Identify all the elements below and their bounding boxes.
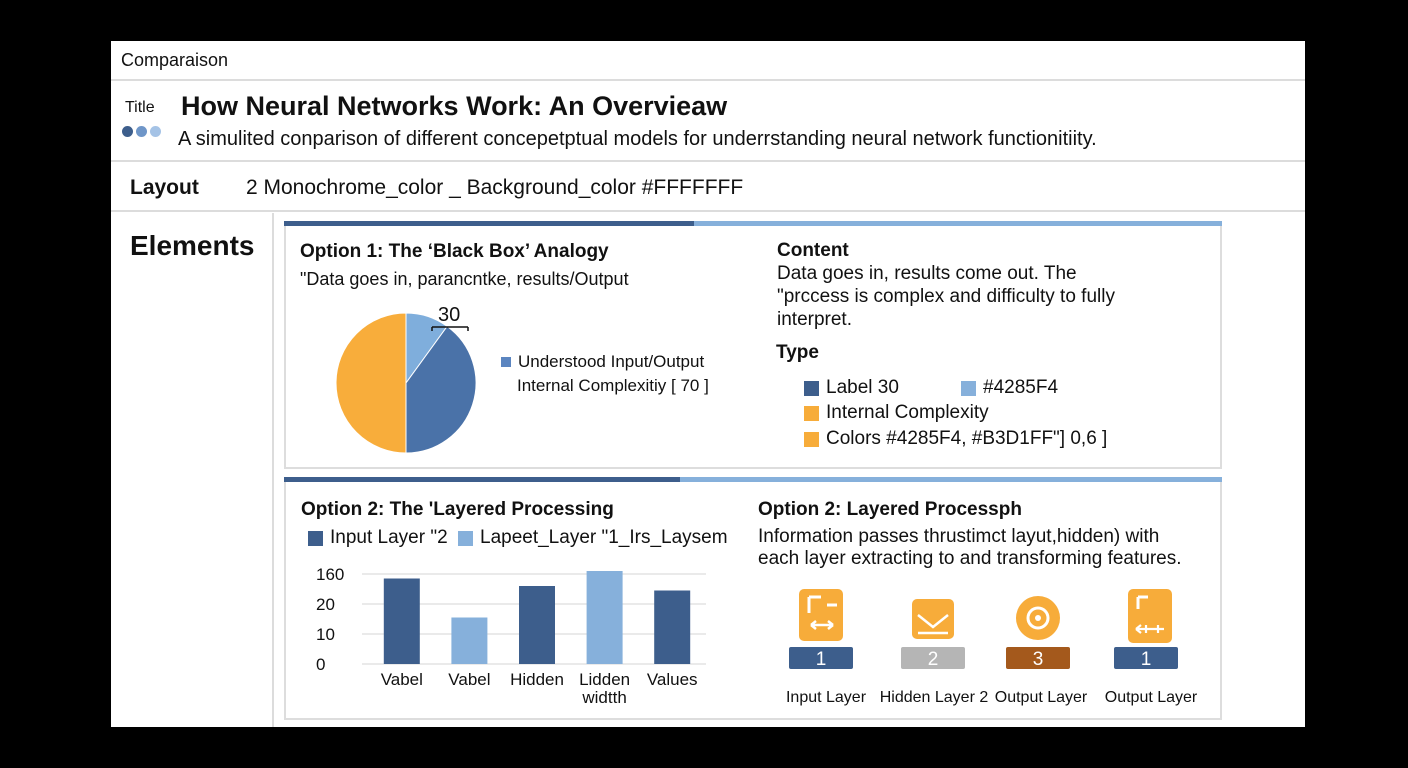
layer-number: 3 — [1033, 649, 1044, 670]
layer-card-input: 1 Input Layer — [771, 585, 881, 706]
comparison-header-row: Comparaison — [111, 41, 1305, 81]
legend-swatch — [804, 431, 819, 447]
layer-label: Hidden Layer 2 — [879, 689, 989, 706]
layer-card-output-2: 1 Output Layer — [1096, 585, 1206, 706]
bar-xtick: Hidden — [510, 670, 564, 689]
option2-text-2: each layer extracting to and transformin… — [758, 548, 1182, 569]
legend-label: Understood Input/Output — [518, 352, 705, 371]
bar-0 — [383, 578, 420, 664]
bar-1 — [451, 617, 488, 664]
legend-label: #4285F4 — [983, 377, 1059, 398]
layer-label: Output Layer — [994, 689, 1088, 706]
option1-panel: Option 1: The ‘Black Box’ Analogy "Data … — [284, 221, 1222, 469]
comparison-sheet: Comparaison Title How Neural Networks Wo… — [111, 41, 1305, 727]
panel-topbar — [284, 477, 1222, 482]
option2-right-title: Option 2: Layered Processph — [758, 499, 1022, 520]
pie-annotation-bracket — [431, 326, 469, 331]
content-line-3: interpret. — [777, 309, 852, 330]
bar-xtick: Values — [647, 670, 698, 689]
type-item-blue: #4285F4 — [961, 377, 1058, 399]
layout-key: Layout — [130, 176, 199, 199]
legend-swatch — [961, 380, 976, 396]
layer-card-output: 3 Output Layer — [986, 585, 1096, 706]
layer-number: 1 — [816, 649, 827, 670]
type-item-colors: Colors #4285F4, #B3D1FF"] 0,6 ] — [804, 428, 1107, 450]
input-doc-icon: 1 — [789, 589, 853, 670]
type-item-label30: Label 30 — [804, 377, 899, 399]
pie-chart: 30 — [335, 304, 477, 454]
bar-ytick: 0 — [316, 655, 325, 674]
output-doc-icon: 1 — [1114, 589, 1178, 670]
bar-legend-lapeet: Lapeet_Layer "1_Irs_Laysem — [458, 527, 728, 549]
content-heading: Content — [777, 240, 849, 261]
layer-label: Output Layer — [1104, 689, 1198, 706]
layout-value: 2 Monochrome_color _ Background_color #F… — [246, 176, 744, 199]
layer-label: Input Layer — [785, 689, 867, 706]
option1-title: Option 1: The ‘Black Box’ Analogy — [300, 241, 609, 262]
page-title: How Neural Networks Work: An Overvieaw — [181, 91, 728, 121]
type-heading: Type — [776, 342, 819, 363]
legend-swatch — [458, 530, 473, 546]
option2-text-1: Information passes thrustimct layut,hidd… — [758, 526, 1160, 547]
pie-slice-2 — [335, 312, 407, 454]
option2-panel: Option 2: The 'Layered Processing Input … — [284, 477, 1222, 720]
legend-label: Lapeet_Layer "1_Irs_Laysem — [480, 527, 728, 548]
content-line-1: Data goes in, results come out. The — [777, 263, 1077, 284]
bar-xtick: Lidden — [579, 670, 630, 689]
pie-legend-understood: Understood Input/Output — [501, 352, 704, 372]
legend-label: Internal Complexity — [826, 402, 989, 423]
option2-title: Option 2: The 'Layered Processing — [301, 499, 614, 520]
legend-swatch — [501, 357, 511, 367]
type-item-complexity: Internal Complexity — [804, 402, 989, 424]
legend-swatch — [804, 380, 819, 396]
content-line-2: "prccess is complex and difficulty to fu… — [777, 286, 1115, 307]
legend-label: Internal Complexitiy [ 70 ] — [517, 376, 709, 395]
legend-label: Input Layer "2 — [330, 527, 448, 548]
bar-xtick: Vabel — [448, 670, 490, 689]
dots-icon — [122, 126, 161, 137]
title-row: Title How Neural Networks Work: An Overv… — [111, 82, 1305, 162]
bar-legend-input: Input Layer "2 — [308, 527, 448, 549]
legend-label: Label 30 — [826, 377, 899, 398]
bar-3 — [586, 571, 623, 664]
target-icon: 3 — [1006, 596, 1070, 670]
layer-number: 1 — [1141, 649, 1152, 670]
pie-legend-complexity: Internal Complexitiy [ 70 ] — [517, 376, 709, 396]
elements-key: Elements — [130, 230, 255, 261]
bar-xtick: Vabel — [381, 670, 423, 689]
envelope-icon: 2 — [901, 599, 965, 670]
elements-column: Elements — [111, 213, 274, 727]
bar-4 — [654, 590, 691, 664]
pie-annotation: 30 — [438, 304, 460, 326]
legend-label: Colors #4285F4, #B3D1FF"] 0,6 ] — [826, 428, 1108, 449]
page-subtitle: A simulited conparison of different conc… — [178, 128, 1097, 150]
layer-number: 2 — [928, 649, 939, 670]
layer-card-hidden: 2 Hidden Layer 2 — [879, 585, 989, 706]
bar-ytick: 10 — [316, 625, 335, 644]
option1-caption: "Data goes in, parancntke, results/Outpu… — [300, 269, 629, 289]
title-label: Title — [125, 99, 155, 116]
bar-xtick: widtth — [581, 688, 626, 707]
panel-topbar — [284, 221, 1222, 226]
legend-swatch — [308, 530, 323, 546]
bar-ytick: 20 — [316, 595, 335, 614]
pie-slice-1 — [405, 325, 477, 454]
bar-ytick: 160 — [316, 565, 344, 584]
bar-2 — [519, 586, 555, 664]
comparison-label: Comparaison — [121, 50, 229, 70]
layout-row: Layout 2 Monochrome_color _ Background_c… — [111, 163, 1305, 212]
legend-swatch — [804, 405, 819, 421]
